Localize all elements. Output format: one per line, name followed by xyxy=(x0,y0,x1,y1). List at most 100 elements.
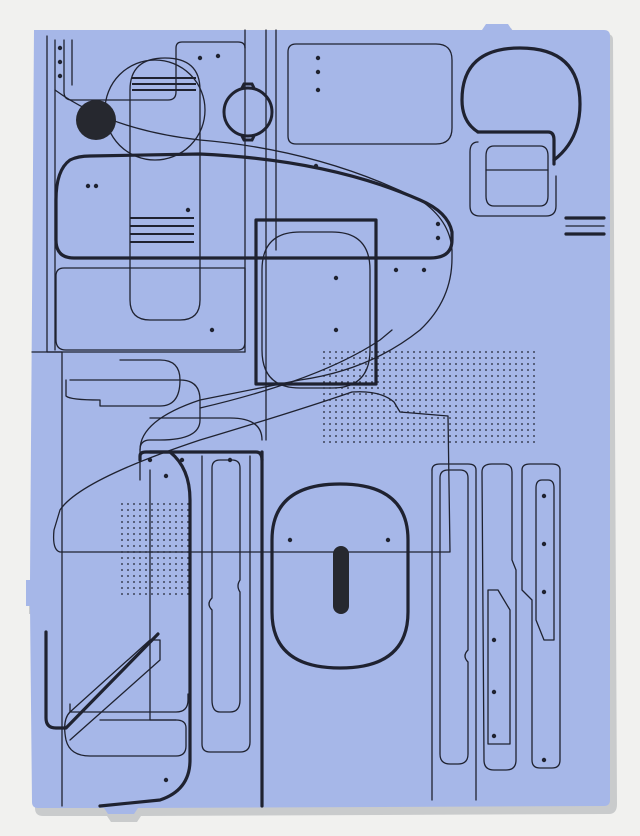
grid-dot xyxy=(163,587,165,589)
grid-dot xyxy=(181,569,183,571)
grid-dot xyxy=(329,351,331,353)
grid-dot xyxy=(503,435,505,437)
grid-dot xyxy=(449,387,451,389)
grid-dot xyxy=(503,423,505,425)
grid-dot xyxy=(425,375,427,377)
grid-dot xyxy=(485,417,487,419)
grid-dot xyxy=(377,357,379,359)
grid-dot xyxy=(497,435,499,437)
grid-dot xyxy=(455,357,457,359)
grid-dot xyxy=(163,503,165,505)
grid-dot xyxy=(425,405,427,407)
grid-dot xyxy=(323,417,325,419)
grid-dot xyxy=(485,393,487,395)
grid-dot xyxy=(395,357,397,359)
grid-dot xyxy=(127,575,129,577)
grid-dot xyxy=(341,363,343,365)
grid-dot xyxy=(151,539,153,541)
grid-dot xyxy=(157,593,159,595)
grid-dot xyxy=(467,423,469,425)
grid-dot xyxy=(377,435,379,437)
grid-dot xyxy=(479,381,481,383)
grid-dot xyxy=(473,363,475,365)
left-frame xyxy=(55,267,246,351)
grid-dot xyxy=(335,417,337,419)
grid-dot xyxy=(407,387,409,389)
grid-dot xyxy=(431,405,433,407)
grid-dot xyxy=(157,503,159,505)
grid-dot xyxy=(169,503,171,505)
grid-dot xyxy=(431,369,433,371)
grid-dot xyxy=(181,581,183,583)
grid-dot xyxy=(509,417,511,419)
grid-dot xyxy=(521,387,523,389)
grid-dot xyxy=(473,441,475,443)
grid-dot xyxy=(145,545,147,547)
grid-dot xyxy=(341,393,343,395)
grid-dot xyxy=(371,393,373,395)
grid-dot xyxy=(413,399,415,401)
grid-dot xyxy=(175,521,177,523)
grid-dot xyxy=(187,563,189,565)
grid-dot xyxy=(455,417,457,419)
grid-dot xyxy=(323,423,325,425)
grid-dot xyxy=(413,435,415,437)
grid-dot xyxy=(121,575,123,577)
grid-dot xyxy=(175,515,177,517)
grid-dot xyxy=(169,551,171,553)
grid-dot xyxy=(127,563,129,565)
capsule-vertical xyxy=(129,57,201,321)
grid-dot xyxy=(515,357,517,359)
square-frame xyxy=(254,218,378,386)
grid-dot xyxy=(509,423,511,425)
grid-dot xyxy=(187,581,189,583)
grid-dot xyxy=(473,417,475,419)
grid-dot xyxy=(401,357,403,359)
grid-dot xyxy=(533,375,535,377)
column-outline xyxy=(149,469,177,721)
grid-dot xyxy=(425,393,427,395)
grid-dot xyxy=(341,417,343,419)
lemon-tip xyxy=(240,135,256,142)
grid-dot xyxy=(395,351,397,353)
grid-dot xyxy=(473,375,475,377)
grid-dot xyxy=(443,429,445,431)
grid-dot xyxy=(509,381,511,383)
grid-dot xyxy=(175,527,177,529)
grid-dot xyxy=(533,423,535,425)
sweep-line xyxy=(52,391,451,553)
grid-dot xyxy=(163,527,165,529)
grid-dot xyxy=(389,441,391,443)
grid-dot xyxy=(139,569,141,571)
grid-dot xyxy=(377,351,379,353)
grid-dot xyxy=(473,399,475,401)
grid-dot xyxy=(419,351,421,353)
grid-dot xyxy=(407,375,409,377)
grid-dot xyxy=(431,435,433,437)
grid-dot xyxy=(461,393,463,395)
grid-dot xyxy=(377,441,379,443)
grid-dot xyxy=(395,435,397,437)
grid-dot xyxy=(479,351,481,353)
grid-dot xyxy=(353,435,355,437)
grid-dot xyxy=(479,363,481,365)
grid-dot xyxy=(395,381,397,383)
grid-dot xyxy=(437,423,439,425)
grid-dot xyxy=(461,381,463,383)
grid-dot xyxy=(157,557,159,559)
grid-dot xyxy=(353,399,355,401)
grid-dot xyxy=(515,381,517,383)
grid-dot xyxy=(449,363,451,365)
grid-dot xyxy=(347,399,349,401)
grid-dot xyxy=(413,351,415,353)
grid-dot xyxy=(151,563,153,565)
grid-dot xyxy=(419,399,421,401)
grid-dot xyxy=(509,351,511,353)
grid-dot xyxy=(497,393,499,395)
grid-dot xyxy=(181,509,183,511)
grid-dot xyxy=(383,417,385,419)
grid-dot xyxy=(479,357,481,359)
grid-dot xyxy=(121,509,123,511)
grid-dot xyxy=(521,417,523,419)
grid-dot xyxy=(431,375,433,377)
